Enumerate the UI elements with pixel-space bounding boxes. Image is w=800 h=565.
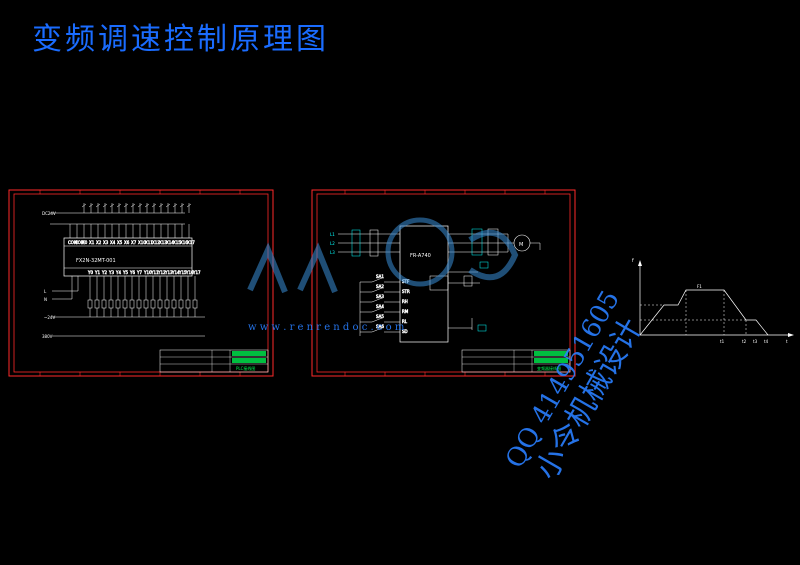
plc-input-label: COM bbox=[75, 240, 85, 245]
inverter-title-block-text: 变频器接线图 bbox=[537, 365, 561, 371]
inverter-terminal-label: SD bbox=[402, 329, 408, 334]
plc-output-label: Y6 bbox=[129, 270, 135, 275]
graph-tick-3: t3 bbox=[753, 339, 758, 344]
plc-input-label: X17 bbox=[187, 240, 195, 245]
plc-input-label: X15 bbox=[173, 240, 181, 245]
plc-output-label: Y17 bbox=[192, 270, 201, 275]
inverter-switch-label: SA1 bbox=[376, 274, 384, 279]
plc-output-label: Y3 bbox=[108, 270, 114, 275]
graph-tick-5: t bbox=[786, 339, 788, 344]
plc-output-label: Y11 bbox=[150, 270, 159, 275]
inverter-terminal-label: RM bbox=[402, 309, 409, 314]
plc-title-block: PLC接线图 bbox=[159, 349, 269, 373]
inverter-switch-label: SA3 bbox=[376, 294, 384, 299]
graph-tick-4: t4 bbox=[764, 339, 769, 344]
graph-peak-label: F1 bbox=[697, 284, 702, 289]
watermark-site: w w w . r e n r e n d o c . c o m bbox=[248, 322, 405, 333]
plc-input-label: X7 bbox=[131, 240, 137, 245]
plc-output-label: Y12 bbox=[157, 270, 166, 275]
inverter-switch-label: SA2 bbox=[376, 284, 384, 289]
inverter-model-label: FR-A740 bbox=[410, 253, 431, 259]
plc-input-label: X1 bbox=[89, 240, 95, 245]
motor-label: M bbox=[519, 242, 523, 248]
motor-symbol bbox=[513, 234, 531, 252]
plc-output-label: Y13 bbox=[164, 270, 173, 275]
plc-input-label: X10 bbox=[138, 240, 146, 245]
plc-output-label: Y4 bbox=[115, 270, 121, 275]
graph-y-label: f bbox=[632, 258, 634, 264]
inverter-switch-label: SA6 bbox=[376, 324, 384, 329]
inverter-title-block: 变频器接线图 bbox=[461, 349, 571, 373]
plc-left-label-24v: ~24V bbox=[44, 315, 55, 320]
plc-output-label: Y1 bbox=[94, 270, 100, 275]
inverter-switch-label: SA4 bbox=[376, 304, 384, 309]
plc-input-label: X0 bbox=[82, 240, 88, 245]
graph-tick-2: t2 bbox=[742, 339, 747, 344]
plc-output-label: Y2 bbox=[101, 270, 107, 275]
plc-model-label: FX2N-32MT-001 bbox=[76, 258, 116, 264]
plc-left-label-380v: 380V bbox=[42, 334, 53, 339]
plc-title-block-text: PLC接线图 bbox=[236, 365, 255, 371]
plc-input-label: X6 bbox=[124, 240, 130, 245]
plc-output-label: Y5 bbox=[122, 270, 128, 275]
plc-input-label: X4 bbox=[110, 240, 116, 245]
inverter-terminal-label: STR bbox=[402, 289, 410, 294]
plc-output-label: Y15 bbox=[178, 270, 187, 275]
plc-output-label: Y10 bbox=[143, 270, 152, 275]
plc-input-label: X2 bbox=[96, 240, 102, 245]
phase-l2: L2 bbox=[330, 241, 335, 246]
plc-input-label: X3 bbox=[103, 240, 109, 245]
plc-output-label: Y16 bbox=[185, 270, 194, 275]
watermark-logo bbox=[247, 217, 519, 294]
plc-input-label: X13 bbox=[159, 240, 167, 245]
graph-tick-1: t1 bbox=[720, 339, 725, 344]
plc-output-label: Y0 bbox=[87, 270, 93, 275]
inverter-terminal-label: RH bbox=[402, 299, 408, 304]
plc-left-label-l: L bbox=[44, 289, 47, 294]
inverter-switch-label: SA5 bbox=[376, 314, 384, 319]
plc-output-label: Y7 bbox=[136, 270, 142, 275]
plc-input-label: X16 bbox=[180, 240, 188, 245]
plc-unit bbox=[63, 237, 193, 277]
plc-left-label-n: N bbox=[44, 297, 47, 302]
plc-input-label: COM bbox=[68, 240, 78, 245]
watermark-contact: QQ 414951605 小令机械设计 bbox=[500, 285, 649, 485]
plc-input-label: X5 bbox=[117, 240, 123, 245]
plc-input-label: X11 bbox=[145, 240, 153, 245]
phase-l1: L1 bbox=[330, 232, 335, 237]
phase-l3: L3 bbox=[330, 250, 335, 255]
plc-input-label: X12 bbox=[152, 240, 160, 245]
speed-graph bbox=[638, 260, 794, 337]
plc-output-label: Y14 bbox=[171, 270, 180, 275]
page-title: 变频调速控制原理图 bbox=[32, 22, 329, 57]
plc-input-label: X14 bbox=[166, 240, 174, 245]
inverter-terminal-label: RL bbox=[402, 319, 408, 324]
plc-supply-label: DC24V bbox=[42, 211, 56, 216]
